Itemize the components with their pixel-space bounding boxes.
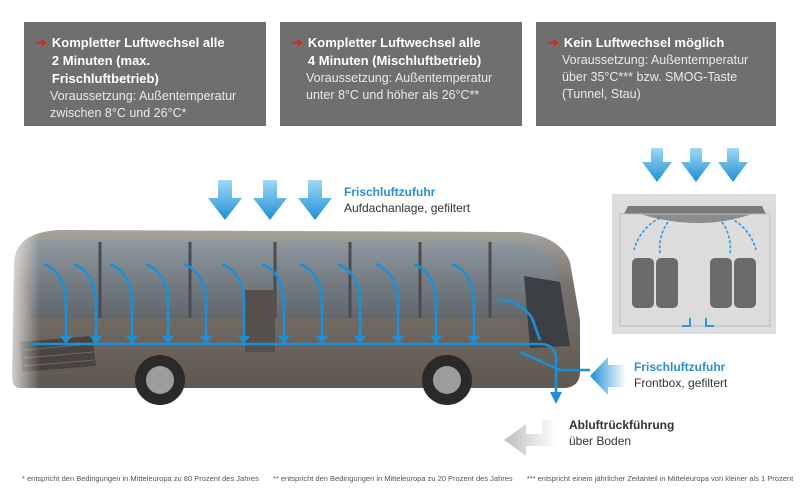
caption-title: Frischluftzufuhr — [634, 360, 726, 374]
cabin-airflow-lines — [30, 262, 590, 396]
caption-title: Frischluftzufuhr — [344, 185, 436, 199]
box-condition-line1: Voraussetzung: Außentemperatur — [50, 89, 237, 103]
bus-cross-section — [612, 194, 776, 334]
box-title-line1: Kein Luftwechsel möglich — [563, 35, 725, 50]
footnote: * entspricht den Bedingungen in Mitteleu… — [22, 474, 259, 483]
box-condition-line1: Voraussetzung: Außentemperatur — [306, 71, 493, 85]
box-title-line1: Kompletter Luftwechsel alle — [51, 35, 225, 50]
box-title-line2: 4 Minuten (Mischluftbetrieb) — [307, 53, 482, 68]
footnote: *** entspricht einem jährlicher Zeitante… — [526, 474, 794, 483]
box-title-line1: Kompletter Luftwechsel alle — [307, 35, 481, 50]
footnote: ** entspricht den Bedingungen in Mittele… — [272, 474, 513, 483]
box-title-line2: 2 Minuten (max. Frischluftbetrieb) — [51, 53, 159, 86]
caption-sub: über Boden — [569, 434, 632, 448]
exhaust-arrow — [504, 420, 556, 456]
arrow-right-icon: ➔ — [292, 35, 303, 50]
caption-sub: Frontbox, gefiltert — [634, 376, 728, 390]
caption-exhaust: Abluftrückführung über Boden — [569, 417, 674, 449]
front-intake-arrow — [590, 357, 626, 395]
arrow-right-icon: ➔ — [548, 35, 559, 50]
box-condition-line2: über 35°C*** bzw. SMOG-Taste — [562, 70, 738, 84]
roof-intake-arrows — [208, 180, 332, 220]
info-box-no-exchange: ➔ Kein Luftwechsel möglich Voraussetzung… — [536, 22, 776, 126]
box-condition-line3: (Tunnel, Stau) — [562, 87, 641, 101]
caption-roof-intake: Frischluftzufuhr Aufdachanlage, gefilter… — [344, 184, 470, 216]
arrow-right-icon: ➔ — [36, 35, 47, 50]
box-condition-line2: unter 8°C und höher als 26°C** — [306, 88, 480, 102]
caption-sub: Aufdachanlage, gefiltert — [344, 201, 471, 215]
bus-wheels — [135, 355, 472, 405]
info-box-4min: ➔ Kompletter Luftwechsel alle 4 Minuten … — [280, 22, 522, 126]
caption-title: Abluftrückführung — [569, 418, 675, 432]
footnotes: * entspricht den Bedingungen in Mitteleu… — [22, 474, 793, 483]
caption-front-intake: Frischluftzufuhr Frontbox, gefiltert — [634, 359, 727, 391]
cross-section-intake-arrows — [642, 148, 748, 182]
info-box-2min: ➔ Kompletter Luftwechsel alle 2 Minuten … — [24, 22, 266, 126]
airflow-arrowheads — [60, 336, 562, 404]
box-condition-line2: zwischen 8°C und 26°C* — [50, 106, 187, 120]
box-condition-line1: Voraussetzung: Außentemperatur — [562, 53, 749, 67]
